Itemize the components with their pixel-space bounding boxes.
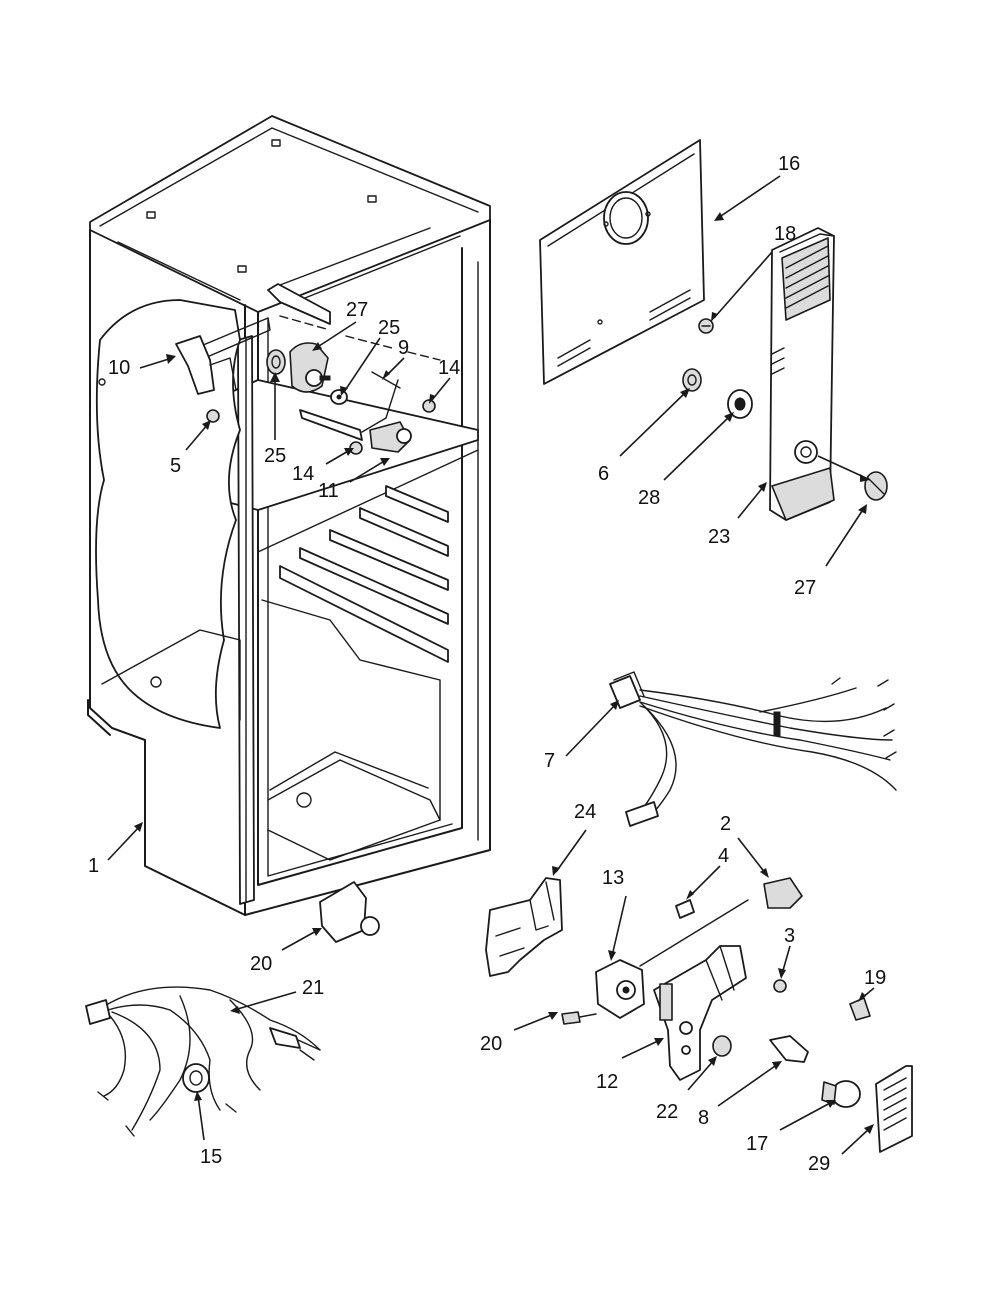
callout-16: 16 (778, 153, 800, 175)
callout-21: 21 (302, 977, 324, 999)
callout-10: 10 (108, 357, 130, 379)
clip-19 (849, 997, 871, 1021)
callout-7: 7 (544, 750, 555, 772)
bracket-24 (485, 877, 563, 977)
callout-22: 22 (656, 1101, 678, 1123)
damper-11 (369, 421, 412, 453)
callout-18: 18 (774, 223, 796, 245)
control-housing-23 (769, 227, 835, 521)
callout-2: 2 (720, 813, 731, 835)
callout-19: 19 (864, 967, 886, 989)
light-lens-29 (875, 1065, 913, 1153)
wire-harness-21 (85, 986, 321, 1137)
callout-29: 29 (808, 1153, 830, 1175)
knob-25-left (266, 349, 286, 375)
callout-8: 8 (698, 1107, 709, 1129)
drain-fitting-20 (319, 881, 380, 943)
callout-24: 24 (574, 801, 596, 823)
callout-17: 17 (746, 1133, 768, 1155)
grommet-15 (182, 1063, 210, 1093)
screw-20-right (561, 1011, 597, 1025)
wire-harness-7 (609, 671, 897, 827)
screw-3 (773, 979, 787, 993)
knob-27-right (864, 471, 888, 501)
callout-13: 13 (602, 867, 624, 889)
screws-5-14 (206, 399, 436, 455)
callout-1: 1 (88, 855, 99, 877)
callout-3: 3 (784, 925, 795, 947)
callout-9: 9 (398, 337, 409, 359)
callout-14b: 14 (292, 463, 314, 485)
sensor-2 (763, 877, 803, 909)
control-shaft-9 (299, 371, 401, 441)
control-dial-27-cabinet (289, 342, 331, 393)
callout-14a: 14 (438, 357, 460, 379)
callout-25a: 25 (378, 317, 400, 339)
callout-27a: 27 (346, 299, 368, 321)
socket-22 (712, 1035, 732, 1057)
callout-28: 28 (638, 487, 660, 509)
callout-5: 5 (170, 455, 181, 477)
freezer-control-bracket (175, 283, 331, 395)
knob-6 (682, 368, 702, 392)
callout-23: 23 (708, 526, 730, 548)
callout-12: 12 (596, 1071, 618, 1093)
evaporator-cover-16 (539, 139, 705, 385)
leader-lines (107, 175, 875, 1155)
callout-27b: 27 (794, 577, 816, 599)
callout-11: 11 (318, 480, 339, 502)
callout-labels: 1 2 3 4 5 6 7 8 9 10 11 12 13 14 14 15 1… (88, 153, 886, 1175)
callout-4: 4 (718, 845, 729, 867)
thermostat-13 (595, 899, 749, 1019)
dial-28 (727, 389, 753, 419)
callout-15: 15 (200, 1146, 222, 1168)
bulb-4 (675, 899, 695, 919)
shelf-rails (279, 485, 449, 663)
bulb-17 (821, 1080, 861, 1108)
light-housing-12 (653, 945, 747, 1081)
callout-20a: 20 (250, 953, 272, 975)
screw-18 (698, 318, 714, 334)
callout-20b: 20 (480, 1033, 502, 1055)
callout-25b: 25 (264, 445, 286, 467)
cabinet-liner (87, 115, 491, 916)
callout-6: 6 (598, 463, 609, 485)
clip-8 (769, 1035, 809, 1063)
